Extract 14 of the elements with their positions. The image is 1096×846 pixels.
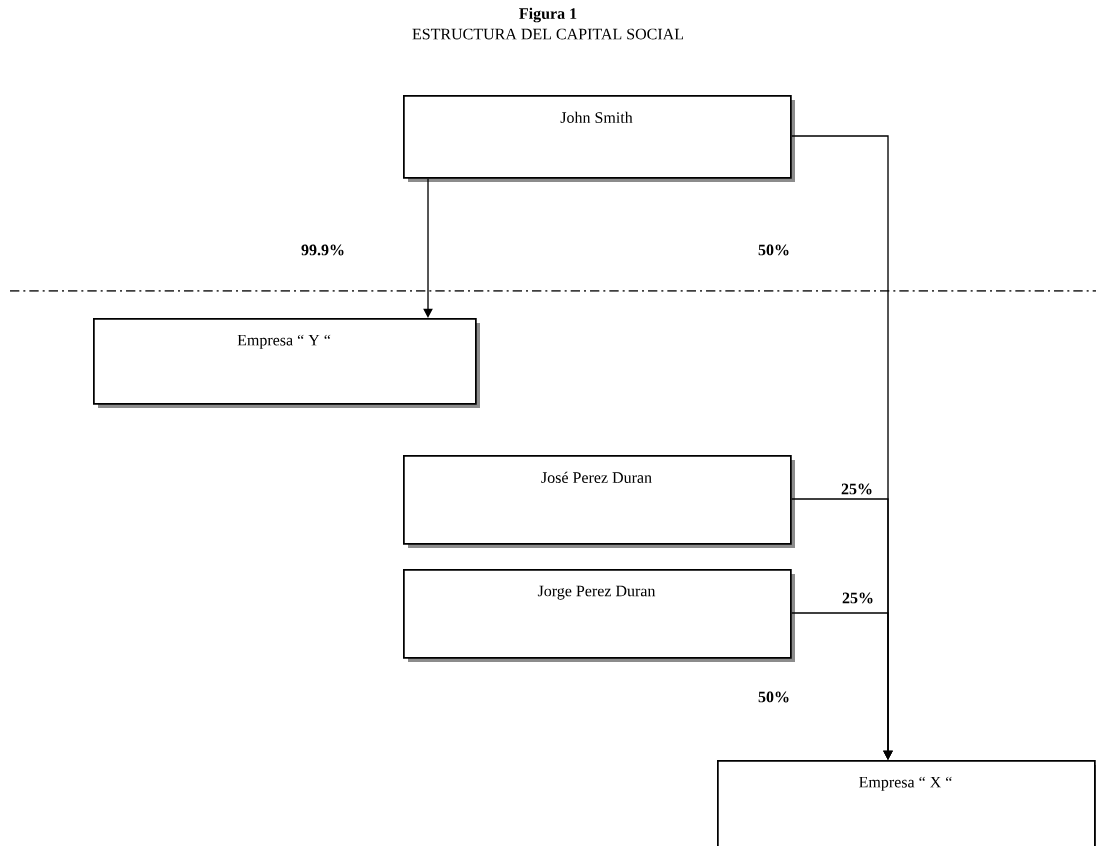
- box: Jorge Perez Duran: [403, 569, 795, 662]
- subtitle: ESTRUCTURA DEL CAPITAL SOCIAL: [412, 28, 684, 40]
- box: John Smith: [403, 95, 795, 182]
- edge-label: 25%: [841, 483, 872, 495]
- title: Figura 1: [519, 7, 577, 23]
- percentage-label: 50%: [758, 691, 789, 703]
- box: Empresa “ Y “: [93, 318, 480, 408]
- percentage-label: 99.9%: [301, 244, 344, 256]
- connector-arrow: [423, 178, 433, 318]
- edge-label: 25%: [842, 592, 873, 604]
- box: José Perez Duran: [403, 455, 795, 548]
- box: Empresa “ X “: [717, 760, 1096, 846]
- percentage-label: 50%: [758, 244, 789, 256]
- connector-arrow: [791, 612, 893, 760]
